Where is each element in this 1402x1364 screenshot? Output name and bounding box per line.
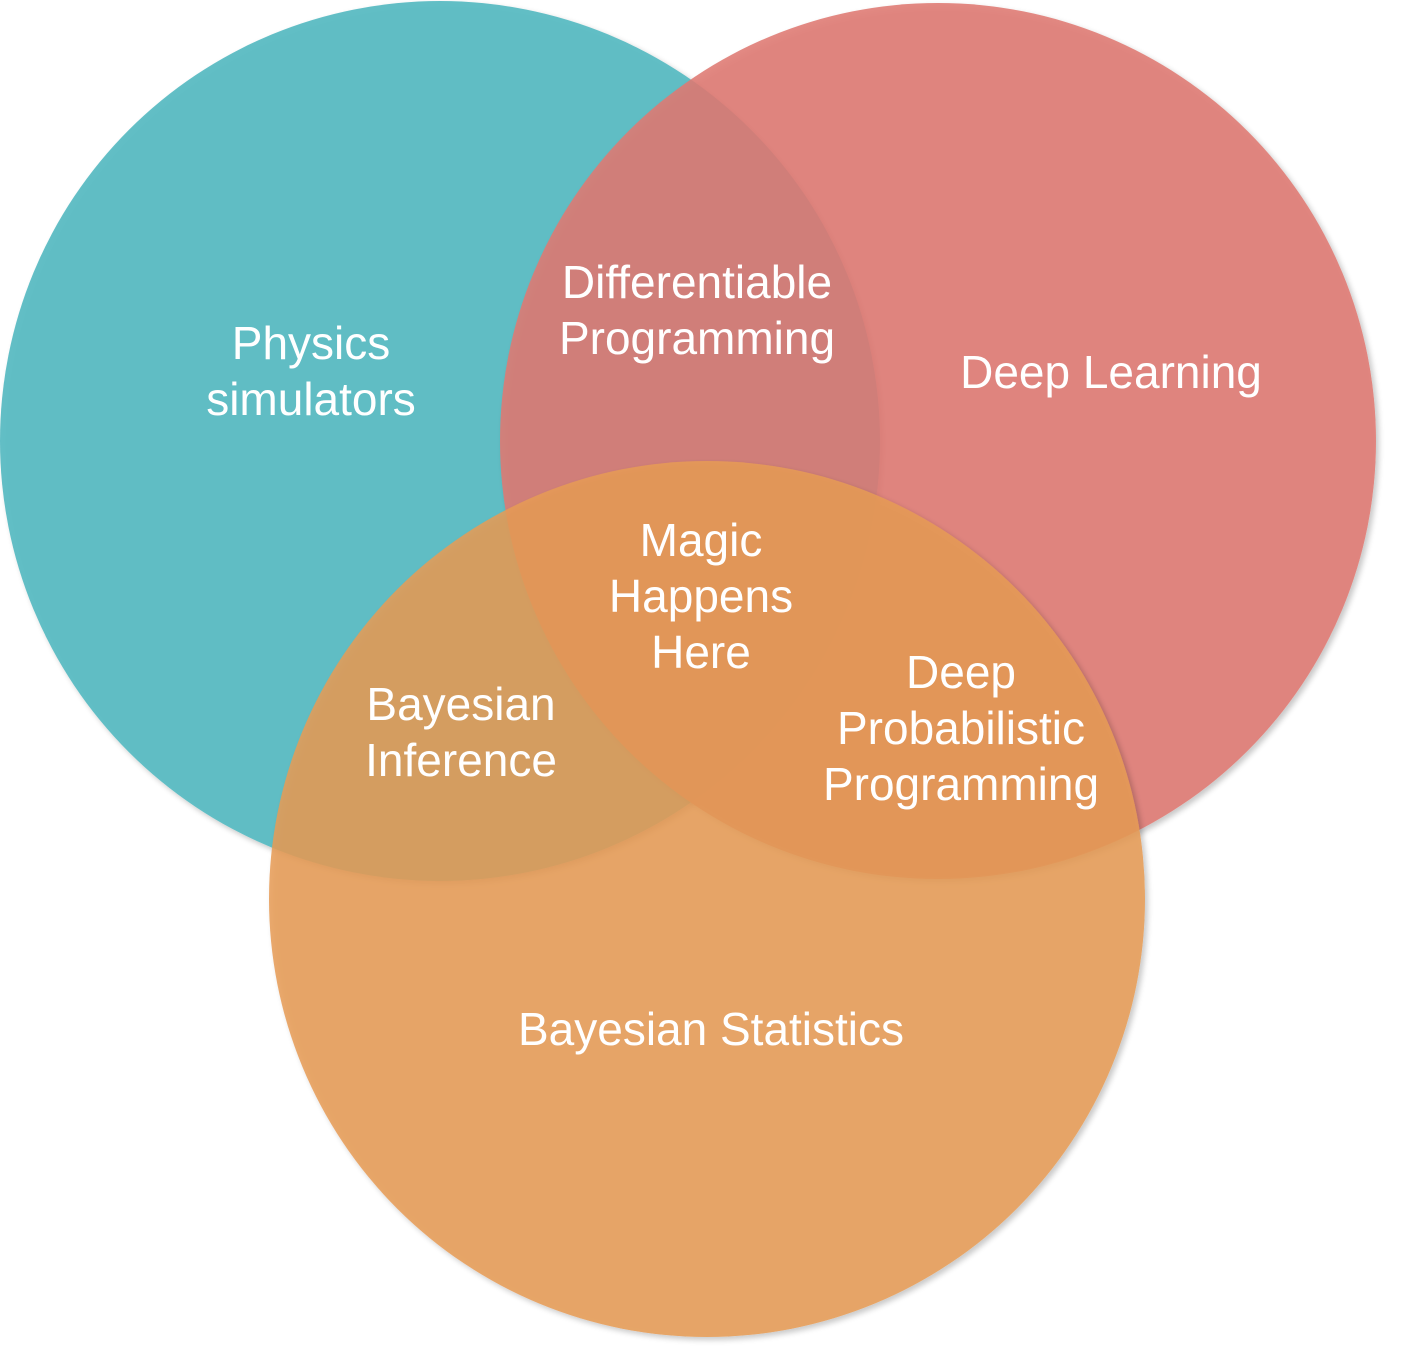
bayesian-statistics-circle (269, 461, 1145, 1337)
bayesian-inference-label: Bayesian Inference (365, 678, 557, 786)
deep-probabilistic-programming-label: Deep Probabilistic Programming (822, 646, 1100, 810)
bayesian-statistics-label: Bayesian Statistics (517, 1003, 905, 1055)
differentiable-programming-label: Differentiable Programming (558, 256, 836, 364)
magic-happens-here-label: Magic Happens Here (608, 514, 794, 678)
physics-simulators-label: Physics simulators (206, 317, 416, 425)
deep-learning-label: Deep Learning (960, 346, 1262, 398)
